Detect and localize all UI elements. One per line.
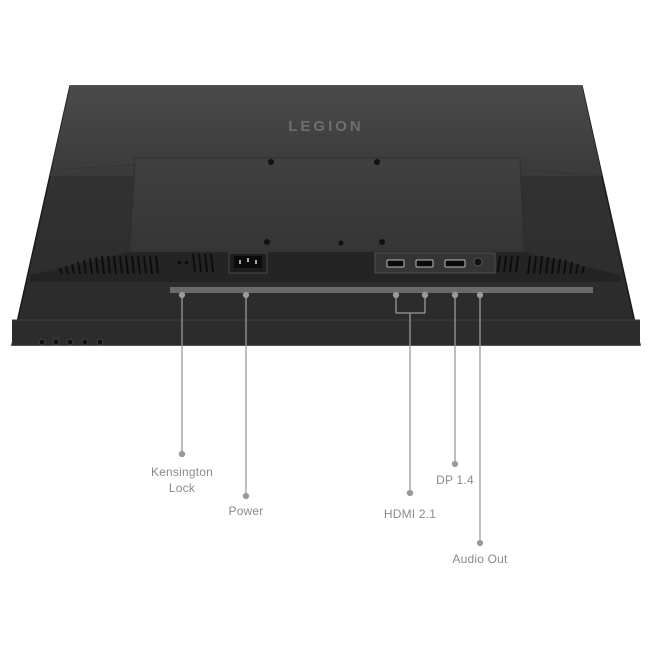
osd-button-icon	[38, 338, 104, 346]
hdmi-port-icon	[386, 259, 434, 268]
port-strip	[30, 252, 620, 282]
callout-label-power: Power	[228, 504, 264, 518]
io-panel	[374, 252, 496, 274]
vent-slot-icon	[497, 255, 585, 275]
audio-jack-icon	[473, 257, 483, 267]
legion-logo: LEGION	[288, 118, 364, 135]
callout-label-hdmi: HDMI 2.1	[383, 507, 437, 521]
vent-slot-icon	[59, 253, 214, 275]
displayport-icon	[444, 259, 466, 268]
vesa-mount-hole-icon	[264, 159, 385, 246]
label-line: Kensington	[150, 465, 214, 479]
callout-label-kensington: Kensington Lock	[132, 464, 232, 496]
callout-label-dp: DP 1.4	[436, 473, 474, 487]
callout-lines	[178, 291, 484, 547]
kensington-lock-slot-icon	[178, 261, 188, 264]
label-line: Lock	[168, 481, 196, 495]
power-connector-icon	[228, 252, 268, 274]
callout-label-audio: Audio Out	[452, 552, 508, 566]
callout-bar	[170, 287, 593, 293]
